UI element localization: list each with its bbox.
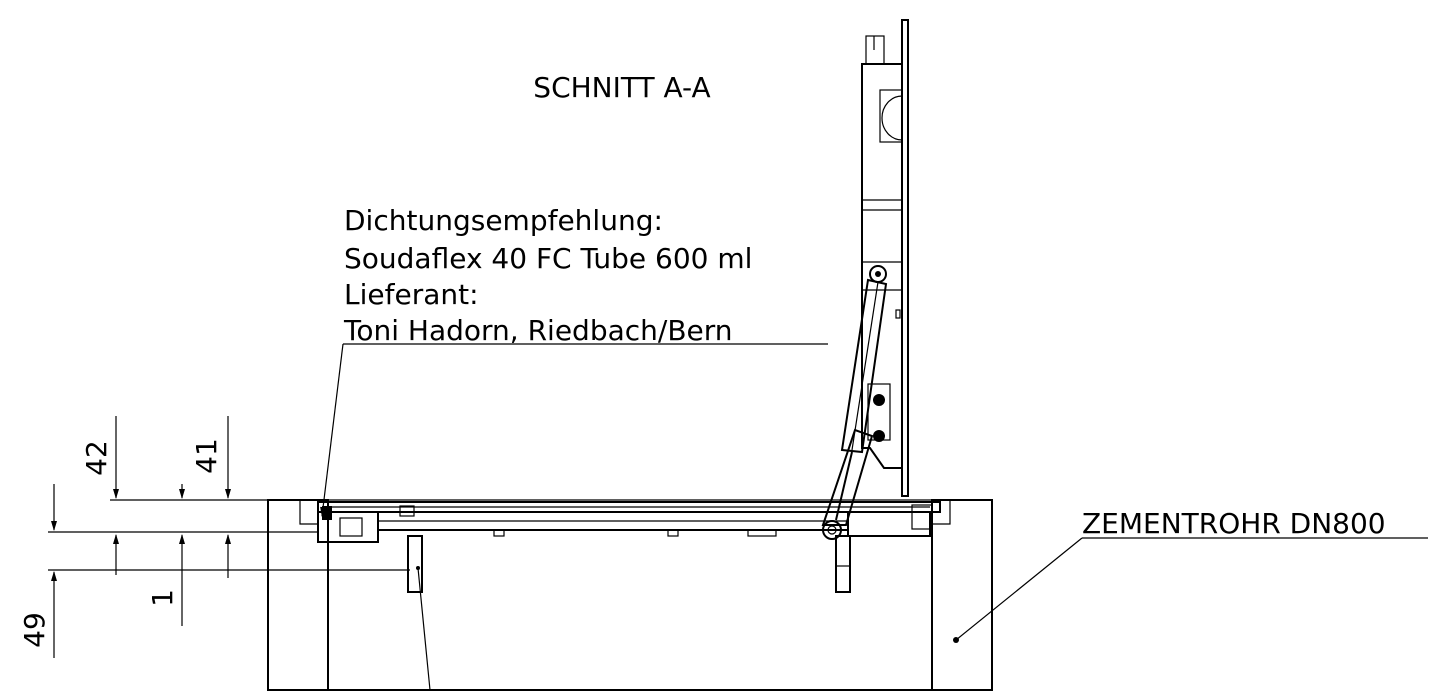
dimensions: 42 41 1 49 (18, 416, 410, 658)
dimension-1: 1 (146, 589, 179, 607)
seal-note-leader (320, 343, 344, 517)
seal-note-supplier: Toni Hadorn, Riedbach/Bern (343, 314, 733, 347)
anchor-right (835, 535, 851, 593)
seal-joint-left (322, 506, 332, 520)
hinge-pivot (822, 520, 842, 540)
frame-right-profile (847, 511, 931, 537)
lid-latch (865, 35, 885, 65)
pipe-label-leader (955, 537, 1083, 641)
pipe-label-group: ZEMENTROHR DN800 (953, 507, 1428, 643)
manhole-frame (299, 499, 951, 543)
dimension-42: 42 (80, 440, 113, 476)
pipe-label-dot (953, 637, 959, 643)
section-title: SCHNITT A-A (533, 71, 710, 104)
frame-left-profile (317, 511, 379, 543)
lid-frame (861, 63, 903, 469)
hinge-arm (821, 428, 874, 526)
anchor-leader (417, 567, 431, 691)
seal-note-supplier-heading: Lieferant: (344, 278, 479, 311)
concrete-pipe (267, 499, 993, 691)
pipe-label: ZEMENTROHR DN800 (1082, 507, 1386, 540)
lid-bolt-1 (873, 394, 885, 406)
hinge-assembly (821, 265, 888, 540)
strut-top-mount (869, 265, 887, 283)
seal-note-product: Soudaflex 40 FC Tube 600 ml (344, 242, 752, 275)
dimension-41: 41 (190, 438, 223, 474)
anchor-brackets (407, 535, 851, 691)
pipe-wall-right (931, 499, 993, 691)
anchor-left (407, 535, 423, 593)
dimension-49: 49 (18, 612, 51, 648)
gas-strut-cylinder (840, 278, 888, 454)
opened-lid (861, 19, 909, 497)
gas-strut-rod (835, 451, 853, 521)
seal-note-heading: Dichtungsempfehlung: (344, 204, 663, 237)
seal-note: Dichtungsempfehlung: Soudaflex 40 FC Tub… (320, 204, 828, 517)
lid-bolt-2 (873, 430, 885, 442)
